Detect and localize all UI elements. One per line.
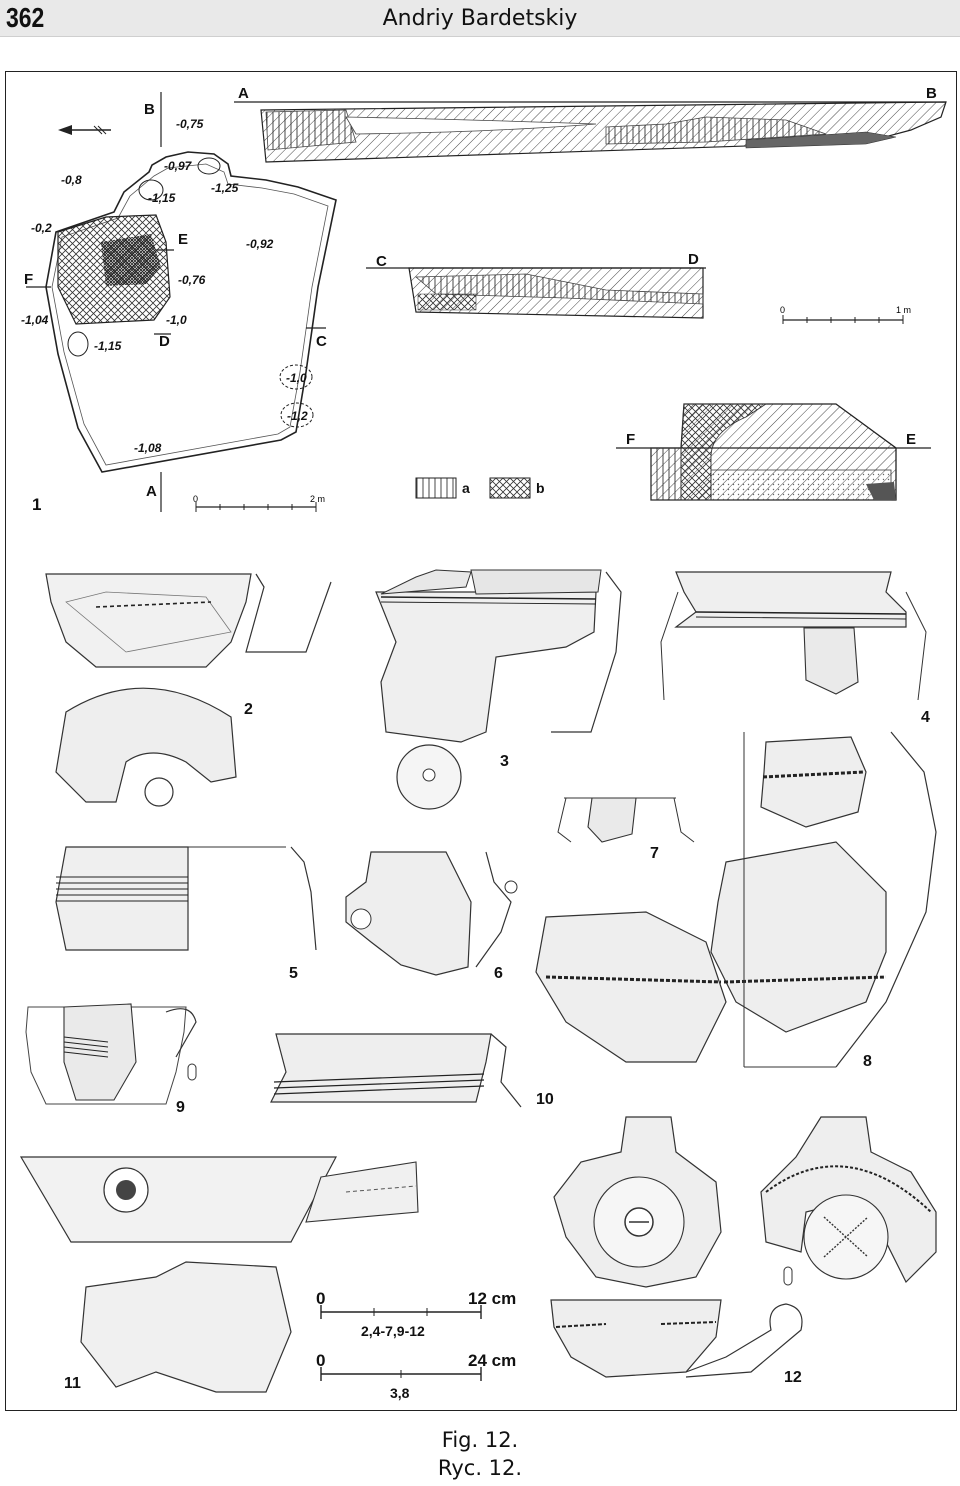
vessel-4: 4 [660,571,930,726]
figure-number: 11 [64,1375,81,1392]
scale-applies: 2,4-7,9-12 [361,1323,425,1339]
vessel-3: 3 [375,569,622,810]
scale-label: 0 [316,1351,325,1370]
legend: a b [415,477,545,499]
vessel-9: 9 [25,1003,197,1116]
running-head: Andriy Bardetskiy [382,6,578,31]
depth-label: -0,92 [246,237,274,251]
figure-number: 6 [494,965,503,982]
figure-caption: Fig. 12. [441,1428,519,1452]
depth-label: -1,15 [94,339,122,353]
figure-number: 3 [500,753,509,770]
vessel-11: 11 [19,1156,419,1393]
scale-label: 0 [316,1289,325,1308]
depth-label: -0,76 [178,273,206,287]
legend-label: a [462,480,470,496]
figure-number: 10 [536,1091,554,1108]
depth-label: -0,97 [164,159,193,173]
depth-label: -1,08 [134,441,162,455]
section-letter: C [376,253,387,270]
legend-label: b [536,480,545,496]
figure-caption-polish: Ryc. 12. [437,1456,523,1480]
depth-label: -1,0 [286,371,307,385]
scale-label: 24 cm [468,1351,516,1370]
figure-number: 2 [244,701,253,718]
figure-number: 1 [32,495,41,514]
section-letter: A [146,483,157,500]
section-c-d: C D 0 1 m [366,251,911,324]
section-letter: E [906,431,916,448]
vessel-6: 6 [345,851,518,982]
figure-number: 12 [784,1369,802,1386]
depth-label: -1,2 [287,409,308,423]
depth-label: -1,15 [148,191,176,205]
vessel-2: 2 [45,573,332,807]
section-letter: C [316,333,327,350]
scale-label: 2 m [310,494,325,504]
scale-bars: 0 12 cm 2,4-7,9-12 0 24 cm 3,8 [316,1289,516,1401]
section-letter: D [159,333,170,350]
feature-plan: -0,75 -0,8 -0,97 -1,15 -1,25 -0,2 -0,92 … [21,92,337,514]
section-letter: F [24,271,33,288]
figure-number: 4 [921,709,930,726]
section-letter: D [688,251,699,268]
section-letter: E [178,231,188,248]
plate-drawing: -0,75 -0,8 -0,97 -1,15 -1,25 -0,2 -0,92 … [19,85,947,1401]
vessel-10: 10 [270,1033,554,1108]
page-header: 362 Andriy Bardetskiy [0,0,960,37]
page-number: 362 [6,2,45,33]
depth-label: -0,8 [61,173,82,187]
vessel-12: 12 [550,1116,937,1386]
figure-plate: -0,75 -0,8 -0,97 -1,15 -1,25 -0,2 -0,92 … [5,71,957,1411]
vessel-5: 5 [55,846,317,982]
section-letter: B [926,85,937,102]
section-letter: A [238,85,249,102]
figure-number: 5 [289,965,298,982]
depth-label: -1,0 [166,313,187,327]
section-letter: F [626,431,635,448]
depth-label: -1,25 [211,181,239,195]
scale-label: 0 [193,494,198,504]
vessel-7: 7 [557,797,695,862]
figure-number: 7 [650,845,659,862]
vessel-8: 8 [535,731,937,1070]
scale-label: 0 [780,305,785,315]
section-a-b: A B [234,85,947,163]
depth-label: -1,04 [21,313,49,327]
section-letter: B [144,101,155,118]
figure-number: 9 [176,1099,185,1116]
section-f-e: F E [616,403,931,501]
depth-label: -0,75 [176,117,204,131]
depth-label: -0,2 [31,221,52,235]
scale-label: 1 m [896,305,911,315]
scale-label: 12 cm [468,1289,516,1308]
scale-applies: 3,8 [390,1385,410,1401]
figure-number: 8 [863,1053,872,1070]
